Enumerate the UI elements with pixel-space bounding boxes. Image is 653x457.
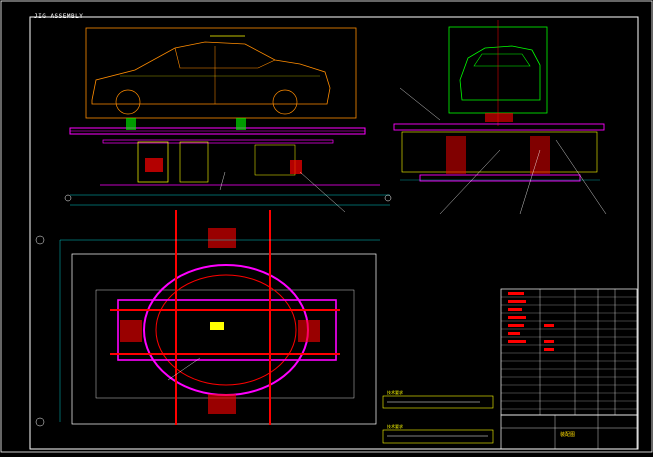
side-fixture-assembly — [64, 118, 392, 213]
title-block-label: 装配图 — [560, 432, 576, 438]
drawing-frame — [29, 16, 639, 450]
drawing-header-label: JIG ASSEMBLY — [34, 13, 84, 20]
car-end-view — [393, 20, 607, 215]
notes-label-2: 技术要求 — [387, 424, 403, 429]
parts-list-table — [500, 288, 638, 450]
technical-notes — [382, 395, 494, 444]
notes-label-1: 技术要求 — [387, 390, 403, 395]
car-side-view — [85, 27, 357, 119]
fixture-plan-view — [35, 210, 380, 427]
